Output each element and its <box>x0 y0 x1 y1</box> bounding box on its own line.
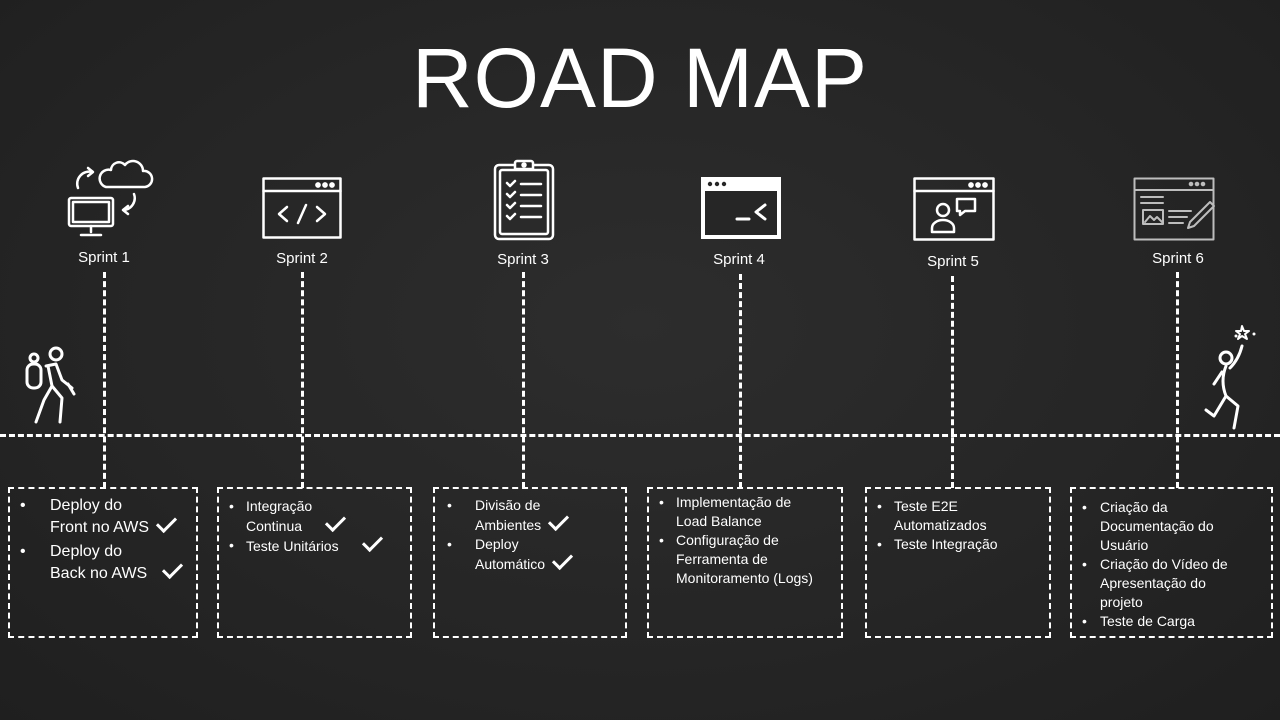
list-item: Deploy do Front no AWS <box>10 495 196 539</box>
sprint-2-connector <box>301 272 304 488</box>
sprint-4-task-box: Implementação de Load Balance Configuraç… <box>647 487 843 638</box>
sprint-3-item-1-line-1: Divisão de <box>475 497 541 513</box>
list-item: Criação da Documentação do Usuário <box>1072 498 1271 555</box>
terminal-window-icon <box>701 177 781 239</box>
sprint-3-connector <box>522 272 525 488</box>
sprint-6-item-1-line-2: Documentação do <box>1100 518 1214 534</box>
sprint-5-item-2-line-1: Teste Integração <box>894 536 998 552</box>
sprint-3-task-box: Divisão de Ambientes Deploy Automático <box>433 487 627 638</box>
code-window-icon <box>262 177 342 239</box>
cloud-sync-computer-icon <box>67 159 154 237</box>
sprint-4-item-1-line-2: Load Balance <box>676 513 762 529</box>
clipboard-checklist-icon <box>493 159 555 241</box>
list-item: Implementação de Load Balance <box>649 493 841 531</box>
sprint-1-task-box: Deploy do Front no AWS Deploy do Back no… <box>8 487 198 638</box>
timeline-axis <box>0 434 1280 437</box>
sprint-3-item-1-line-2: Ambientes <box>475 517 542 533</box>
video-chat-window-icon <box>913 177 995 241</box>
sprint-6-item-2-line-1: Criação do Vídeo de <box>1100 556 1228 572</box>
sprint-1-item-2-line-2: Back no AWS <box>50 565 148 582</box>
page-title: ROAD MAP <box>411 31 869 125</box>
list-item: Deploy do Back no AWS <box>10 541 196 585</box>
sprint-6-item-1-line-3: Usuário <box>1100 537 1149 553</box>
sprint-2-item-1-line-1: Integração <box>246 498 313 514</box>
list-item: Configuração de Ferramenta de Monitorame… <box>649 531 841 588</box>
list-item: Teste Unitários <box>219 530 410 556</box>
sprint-1-connector <box>103 272 106 488</box>
sprint-1-item-1-line-1: Deploy do <box>50 497 123 514</box>
sprint-2-label: Sprint 2 <box>276 250 328 267</box>
sprint-5-item-1-line-2: Automatizados <box>894 517 987 533</box>
list-item: Teste de Carga <box>1072 612 1271 631</box>
hiker-icon <box>25 346 76 424</box>
sprint-1-item-2-line-1: Deploy do <box>50 543 123 560</box>
sprint-6-item-2-line-3: projeto <box>1100 594 1143 610</box>
sprint-5-task-box: Teste E2E Automatizados Teste Integração <box>865 487 1051 638</box>
sprint-4-item-1-line-1: Implementação de <box>676 494 792 510</box>
sprint-3-label: Sprint 3 <box>497 251 549 268</box>
sprint-6-item-2-line-2: Apresentação do <box>1100 575 1206 591</box>
list-item: Integração Continua <box>219 497 410 536</box>
sprint-4-label: Sprint 4 <box>713 251 765 268</box>
sprint-5-label: Sprint 5 <box>927 253 979 270</box>
sprint-1-item-1-line-2: Front no AWS <box>50 519 149 536</box>
celebrating-person-icon <box>1204 325 1256 430</box>
sprint-6-item-1-line-1: Criação da <box>1100 499 1168 515</box>
sprint-4-item-2-line-2: Ferramenta de <box>676 551 768 567</box>
design-window-icon <box>1133 177 1215 241</box>
sprint-6-connector <box>1176 272 1179 488</box>
list-item: Divisão de Ambientes <box>435 496 625 535</box>
sprint-3-item-2-line-1: Deploy <box>475 536 519 552</box>
sprint-6-task-box: Criação da Documentação do Usuário Criaç… <box>1070 487 1273 638</box>
sprint-4-item-2-line-3: Monitoramento (Logs) <box>676 570 813 586</box>
sprint-5-item-1-line-1: Teste E2E <box>894 498 958 514</box>
list-item: Teste E2E Automatizados <box>867 497 1049 535</box>
sprint-4-item-2-line-1: Configuração de <box>676 532 779 548</box>
sprint-6-item-3-line-1: Teste de Carga <box>1100 613 1195 629</box>
sprint-2-item-2-line-1: Teste Unitários <box>246 538 339 554</box>
sprint-1-label: Sprint 1 <box>78 249 130 266</box>
sprint-4-connector <box>739 274 742 488</box>
sprint-6-label: Sprint 6 <box>1152 250 1204 267</box>
sprint-3-item-2-line-2: Automático <box>475 556 546 572</box>
list-item: Criação do Vídeo de Apresentação do proj… <box>1072 555 1271 612</box>
sprint-5-connector <box>951 276 954 488</box>
sprint-2-task-box: Integração Continua Teste Unitários <box>217 487 412 638</box>
sprint-2-item-1-line-2: Continua <box>246 518 303 534</box>
list-item: Deploy Automático <box>435 535 625 574</box>
list-item: Teste Integração <box>867 535 1049 554</box>
